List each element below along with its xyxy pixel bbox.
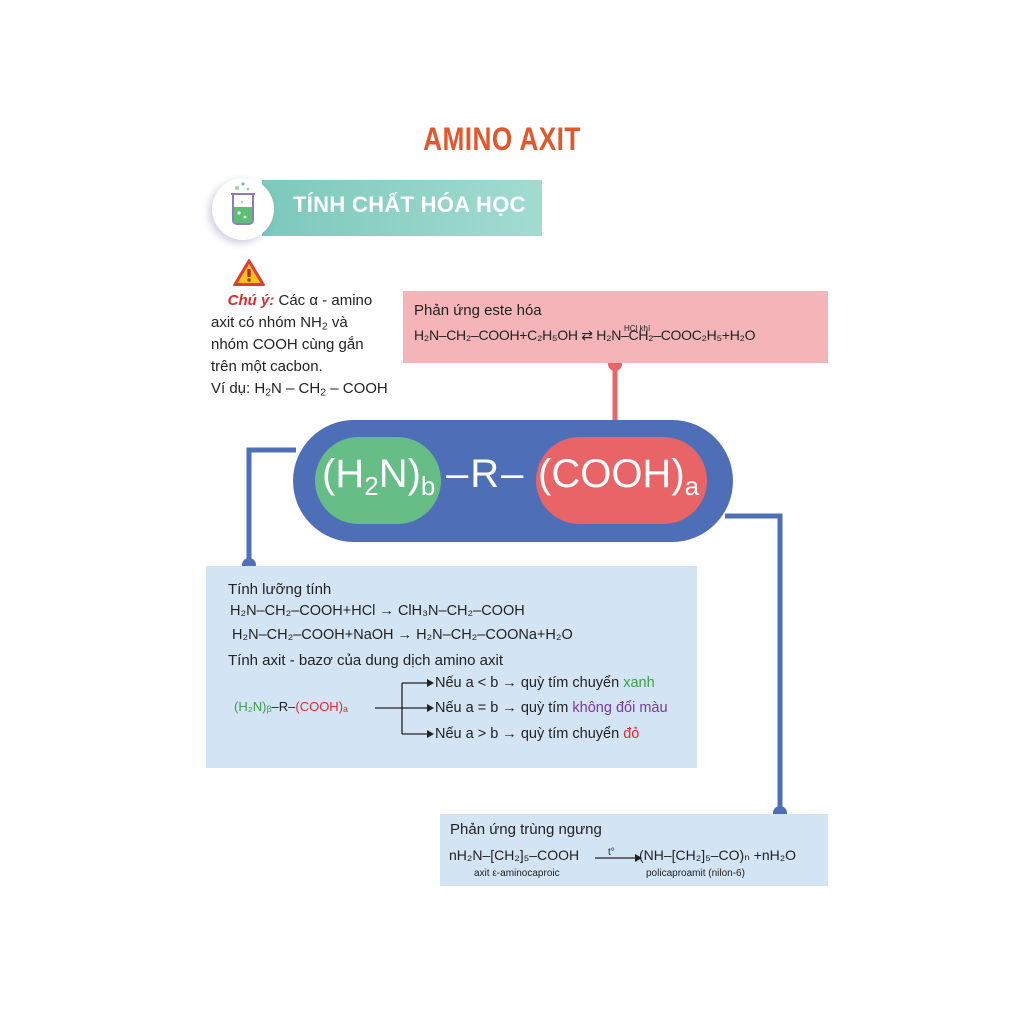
- esterification-title: Phản ứng este hóa: [414, 302, 542, 319]
- monomer-label: axit ε-aminocaproic: [474, 868, 560, 879]
- reaction-arrow: [595, 854, 642, 862]
- amphoteric-title: Tính lưỡng tính: [228, 581, 332, 598]
- polymer-label: policaproamit (nilon-6): [646, 868, 745, 879]
- polycondensation-box: Phản ứng trùng ngưng nH₂N–[CH₂]₅–COOH t°…: [440, 814, 828, 886]
- case-a-greater-b: Nếu a > b → quỳ tím chuyển đỏ: [435, 726, 640, 742]
- page-title: AMINO AXIT: [423, 121, 581, 157]
- branch-arrows: [375, 679, 434, 738]
- case-a-equal-b: Nếu a = b → quỳ tím không đổi màu: [435, 700, 668, 716]
- polycondensation-eq-right: (NH–[CH₂]₅–CO)ₙ +nH₂O: [639, 847, 797, 863]
- radical-label: –R–: [446, 452, 526, 496]
- acid-group-label: (COOH)a: [538, 452, 700, 501]
- beaker-badge: [212, 178, 274, 240]
- amine-group-pill: [315, 437, 441, 524]
- warning-icon: [233, 259, 265, 286]
- amphoteric-eq-naoh: H₂N–CH₂–COOH+NaOH → H₂N–CH₂–COONa+H₂O: [232, 627, 573, 643]
- mini-formula: (H₂N)ᵦ–R–(COOH)ₐ: [234, 699, 348, 714]
- polycondensation-title: Phản ứng trùng ngưng: [450, 821, 602, 838]
- section-header-band: [262, 180, 542, 236]
- section-header-label: TÍNH CHẤT HÓA HỌC: [293, 192, 526, 217]
- esterification-condition: HCl khí: [624, 324, 651, 333]
- note-example: Ví dụ: H2N – CH2 – COOH: [211, 380, 388, 399]
- esterification-equation: H₂N–CH₂–COOH+C₂H₅OH ⇄ H₂N–CH₂–COOC₂H₅+H₂…: [414, 327, 756, 343]
- connector-poly: [725, 513, 783, 814]
- acid-base-subtitle: Tính axit - bazơ của dung dịch amino axi…: [228, 652, 503, 669]
- esterification-box: Phản ứng este hóa H₂N–CH₂–COOH+C₂H₅OH ⇄ …: [403, 291, 828, 363]
- amine-group-label: (H2N)b: [322, 452, 436, 501]
- polycondensation-eq-left: nH₂N–[CH₂]₅–COOH: [449, 847, 580, 863]
- connector-amphoteric: [246, 447, 296, 566]
- note-lead: Chú ý:: [227, 292, 275, 309]
- amphoteric-box: Tính lưỡng tính H₂N–CH₂–COOH+HCl → ClH₃N…: [206, 566, 697, 768]
- case-a-less-b: Nếu a < b → quỳ tím chuyển xanh: [435, 675, 655, 691]
- note-text: Chú ý: Các α - amino axit có nhóm NH2 và…: [211, 290, 401, 400]
- polycondensation-condition: t°: [608, 847, 615, 858]
- acid-group-pill: [536, 437, 707, 524]
- amphoteric-eq-hcl: H₂N–CH₂–COOH+HCl → ClH₃N–CH₂–COOH: [230, 603, 525, 619]
- beaker-icon: [231, 182, 255, 225]
